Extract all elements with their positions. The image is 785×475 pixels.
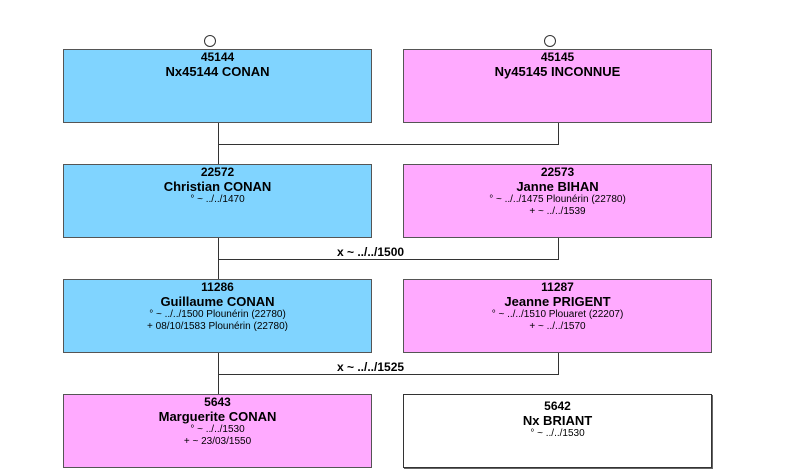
birth-detail: ° ~ ../../1500 Plounérin (22780) xyxy=(149,309,286,320)
sosa-number: 45145 xyxy=(540,50,575,64)
person-name: Marguerite CONAN xyxy=(158,409,277,424)
person-name: Jeanne PRIGENT xyxy=(504,294,611,309)
sosa-number: 11286 xyxy=(201,280,234,294)
sosa-number: 5642 xyxy=(544,399,571,413)
person-box-22572[interactable]: 22572 Christian CONAN ° ~ ../../1470 xyxy=(63,164,372,238)
person-name: Guillaume CONAN xyxy=(160,294,275,309)
birth-detail: ° ~ ../../1530 xyxy=(530,428,585,439)
person-box-22573[interactable]: 22573 Janne BIHAN ° ~ ../../1475 Plounér… xyxy=(403,164,712,238)
parents-unknown-marker-left[interactable] xyxy=(204,35,216,47)
death-detail: + ~ ../../1539 xyxy=(529,206,586,217)
connector-line xyxy=(558,353,559,374)
connector-line xyxy=(218,259,559,260)
connector-line xyxy=(218,374,559,375)
birth-detail: ° ~ ../../1470 xyxy=(190,194,245,205)
person-box-45144[interactable]: 45144 Nx45144 CONAN xyxy=(63,49,372,123)
marriage-label: x ~ ../../1525 xyxy=(335,360,407,374)
connector-line xyxy=(218,144,559,145)
person-box-11287[interactable]: 11287 Jeanne PRIGENT ° ~ ../../1510 Plou… xyxy=(403,279,712,353)
sosa-number: 22572 xyxy=(200,165,235,179)
person-name: Nx BRIANT xyxy=(522,413,593,428)
sosa-number: 45144 xyxy=(200,50,235,64)
death-detail: + 08/10/1583 Plounérin (22780) xyxy=(147,321,288,332)
person-name: Ny45145 INCONNUE xyxy=(494,64,621,79)
death-detail: + ~ 23/03/1550 xyxy=(183,436,252,447)
person-box-11286[interactable]: 11286 Guillaume CONAN ° ~ ../../1500 Plo… xyxy=(63,279,372,353)
sosa-number: 22573 xyxy=(540,165,575,179)
connector-line xyxy=(558,123,559,144)
person-box-5642[interactable]: 5642 Nx BRIANT ° ~ ../../1530 xyxy=(403,394,712,468)
birth-detail: ° ~ ../../1475 Plounérin (22780) xyxy=(489,194,626,205)
person-name: Nx45144 CONAN xyxy=(165,64,270,79)
sosa-number: 5643 xyxy=(204,395,231,409)
connector-line xyxy=(558,238,559,259)
person-name: Christian CONAN xyxy=(163,179,272,194)
person-box-5643[interactable]: 5643 Marguerite CONAN ° ~ ../../1530 + ~… xyxy=(63,394,372,468)
person-box-45145[interactable]: 45145 Ny45145 INCONNUE xyxy=(403,49,712,123)
birth-detail: ° ~ ../../1530 xyxy=(190,424,245,435)
parents-unknown-marker-right[interactable] xyxy=(544,35,556,47)
death-detail: + ~ ../../1570 xyxy=(529,321,586,332)
person-name: Janne BIHAN xyxy=(516,179,599,194)
birth-detail: ° ~ ../../1510 Plouaret (22207) xyxy=(491,309,624,320)
marriage-label: x ~ ../../1500 xyxy=(335,245,407,259)
sosa-number: 11287 xyxy=(541,280,574,294)
